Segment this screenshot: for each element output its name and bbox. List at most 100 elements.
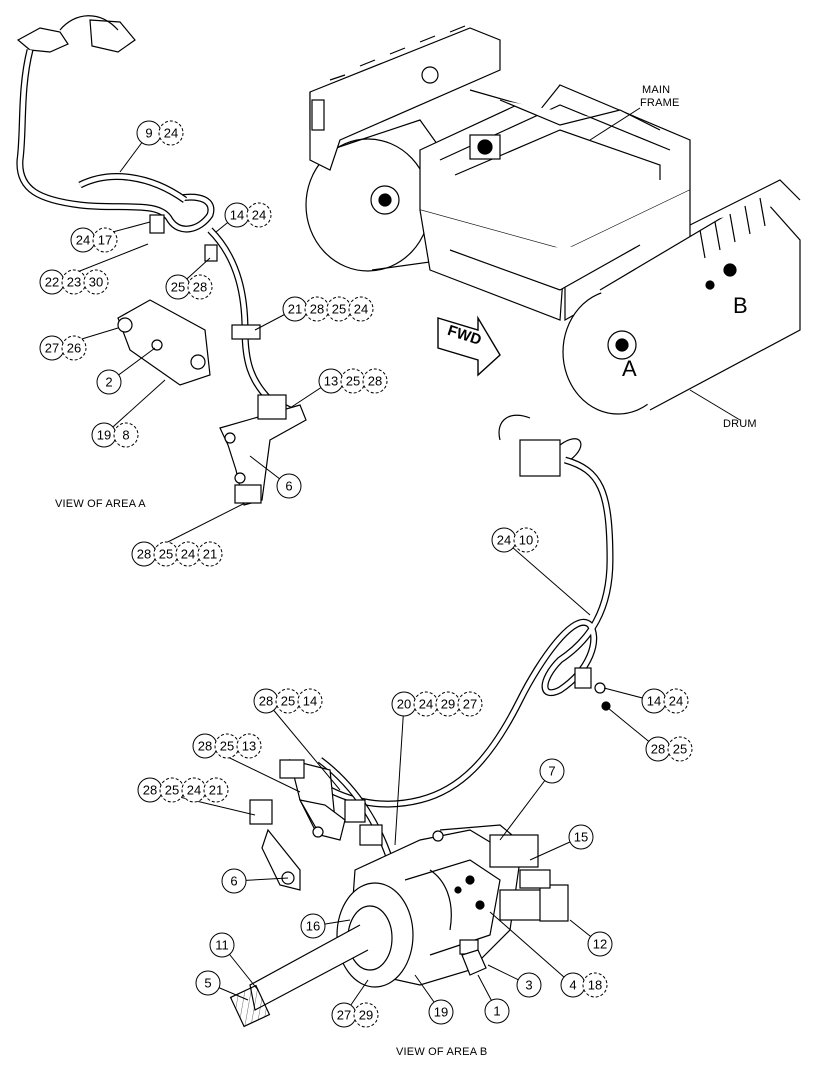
callout-number: 28 — [651, 742, 665, 757]
machine-overview — [305, 25, 801, 421]
callout-bubble — [195, 970, 221, 996]
callout-bubble — [587, 931, 613, 957]
callout-number: 29 — [359, 1008, 373, 1023]
callout-number: 14 — [303, 694, 317, 709]
callout-bubble — [353, 1002, 379, 1028]
main-frame-label-line2: FRAME — [640, 97, 680, 109]
callout-bubble — [276, 473, 302, 499]
callout-bubble — [582, 972, 608, 998]
callout-bubble — [197, 541, 223, 567]
callout-number: 25 — [165, 783, 179, 798]
view-area-a-caption: VIEW OF AREA A — [55, 498, 146, 510]
callout-number: 13 — [242, 739, 256, 754]
callout-bubble — [667, 736, 693, 762]
callout-number: 28 — [368, 374, 382, 389]
callout-number: 14 — [230, 208, 244, 223]
callout-bubble — [428, 999, 454, 1025]
callout-number: 28 — [310, 302, 324, 317]
callout-bubble — [187, 274, 213, 300]
callout-leader-line — [503, 539, 591, 616]
callout-number: 14 — [647, 694, 661, 709]
callout-number: 24 — [252, 208, 266, 223]
view-area-b — [229, 414, 614, 1028]
callout-number: 25 — [159, 547, 173, 562]
callout-number: 21 — [203, 547, 217, 562]
callout-number: 25 — [281, 694, 295, 709]
callout-bubble — [221, 868, 247, 894]
callout-bubble — [348, 296, 374, 322]
callout-bubble — [362, 368, 388, 394]
callout-leader-line — [265, 700, 341, 791]
callout-number: 29 — [441, 697, 455, 712]
callout-number: 28 — [137, 547, 151, 562]
callout-bubble — [663, 688, 689, 714]
callout-bubble — [83, 269, 109, 295]
callout-number: 1 — [493, 1004, 500, 1019]
area-a-marker: A — [622, 356, 637, 381]
main-frame — [419, 66, 691, 322]
callout-number: 10 — [519, 533, 533, 548]
front-drum — [562, 179, 801, 415]
callout-bubble — [158, 120, 184, 146]
callout-number: 30 — [89, 275, 103, 290]
callout-bubble — [236, 733, 262, 759]
callout-number: 24 — [76, 233, 90, 248]
callout-bubble — [209, 932, 235, 958]
callout-number: 21 — [288, 302, 302, 317]
callout-leader-line — [394, 703, 405, 846]
callout-number: 19 — [434, 1005, 448, 1020]
callout-number: 5 — [204, 976, 211, 991]
callout-number: 18 — [588, 978, 602, 993]
callout-number: 17 — [98, 233, 112, 248]
callout-number: 24 — [187, 783, 201, 798]
callout-number: 23 — [67, 275, 81, 290]
rear-box — [309, 25, 501, 171]
callout-number: 24 — [354, 302, 368, 317]
callout-number: 3 — [525, 978, 532, 993]
callout-bubble — [300, 913, 326, 939]
callout-number: 28 — [193, 280, 207, 295]
callout-bubble — [96, 369, 122, 395]
callout-number: 24 — [669, 694, 683, 709]
callout-number: 7 — [548, 764, 555, 779]
callout-number: 11 — [215, 938, 229, 953]
callout-number: 12 — [593, 937, 607, 952]
callout-number: 28 — [198, 739, 212, 754]
callout-bubble — [539, 758, 565, 784]
callout-bubble — [61, 335, 87, 361]
callout-number: 26 — [67, 341, 81, 356]
callout-number: 25 — [673, 742, 687, 757]
callout-bubble — [513, 527, 539, 553]
callout-number: 9 — [145, 126, 152, 141]
callout-number: 13 — [324, 374, 338, 389]
main-frame-label-line1: MAIN — [642, 84, 671, 96]
callout-number: 8 — [122, 428, 129, 443]
callout-leader-line — [103, 379, 166, 436]
callout-bubble — [484, 998, 510, 1024]
callout-number: 16 — [306, 919, 320, 934]
callout-number: 15 — [574, 830, 588, 845]
callout-number: 20 — [397, 697, 411, 712]
callout-bubble — [457, 691, 483, 717]
callout-number: 25 — [220, 739, 234, 754]
callout-number: 19 — [97, 428, 111, 443]
callout-bubble — [568, 824, 594, 850]
callout-bubble — [297, 688, 323, 714]
callout-bubble — [113, 422, 139, 448]
view-area-b-caption: VIEW OF AREA B — [396, 1046, 488, 1058]
callout-number: 27 — [337, 1008, 351, 1023]
callout-number: 24 — [181, 547, 195, 562]
callout-bubble — [516, 972, 542, 998]
callout-leader-line — [499, 770, 553, 841]
callout-number: 25 — [171, 280, 185, 295]
callout-number: 6 — [230, 874, 237, 889]
callout-number: 27 — [463, 697, 477, 712]
callout-leader-line — [489, 911, 574, 986]
callout-number: 25 — [346, 374, 360, 389]
callout-number: 28 — [143, 783, 157, 798]
callout-number: 21 — [209, 783, 223, 798]
fwd-arrow-icon — [437, 315, 501, 377]
callout-bubble — [246, 202, 272, 228]
